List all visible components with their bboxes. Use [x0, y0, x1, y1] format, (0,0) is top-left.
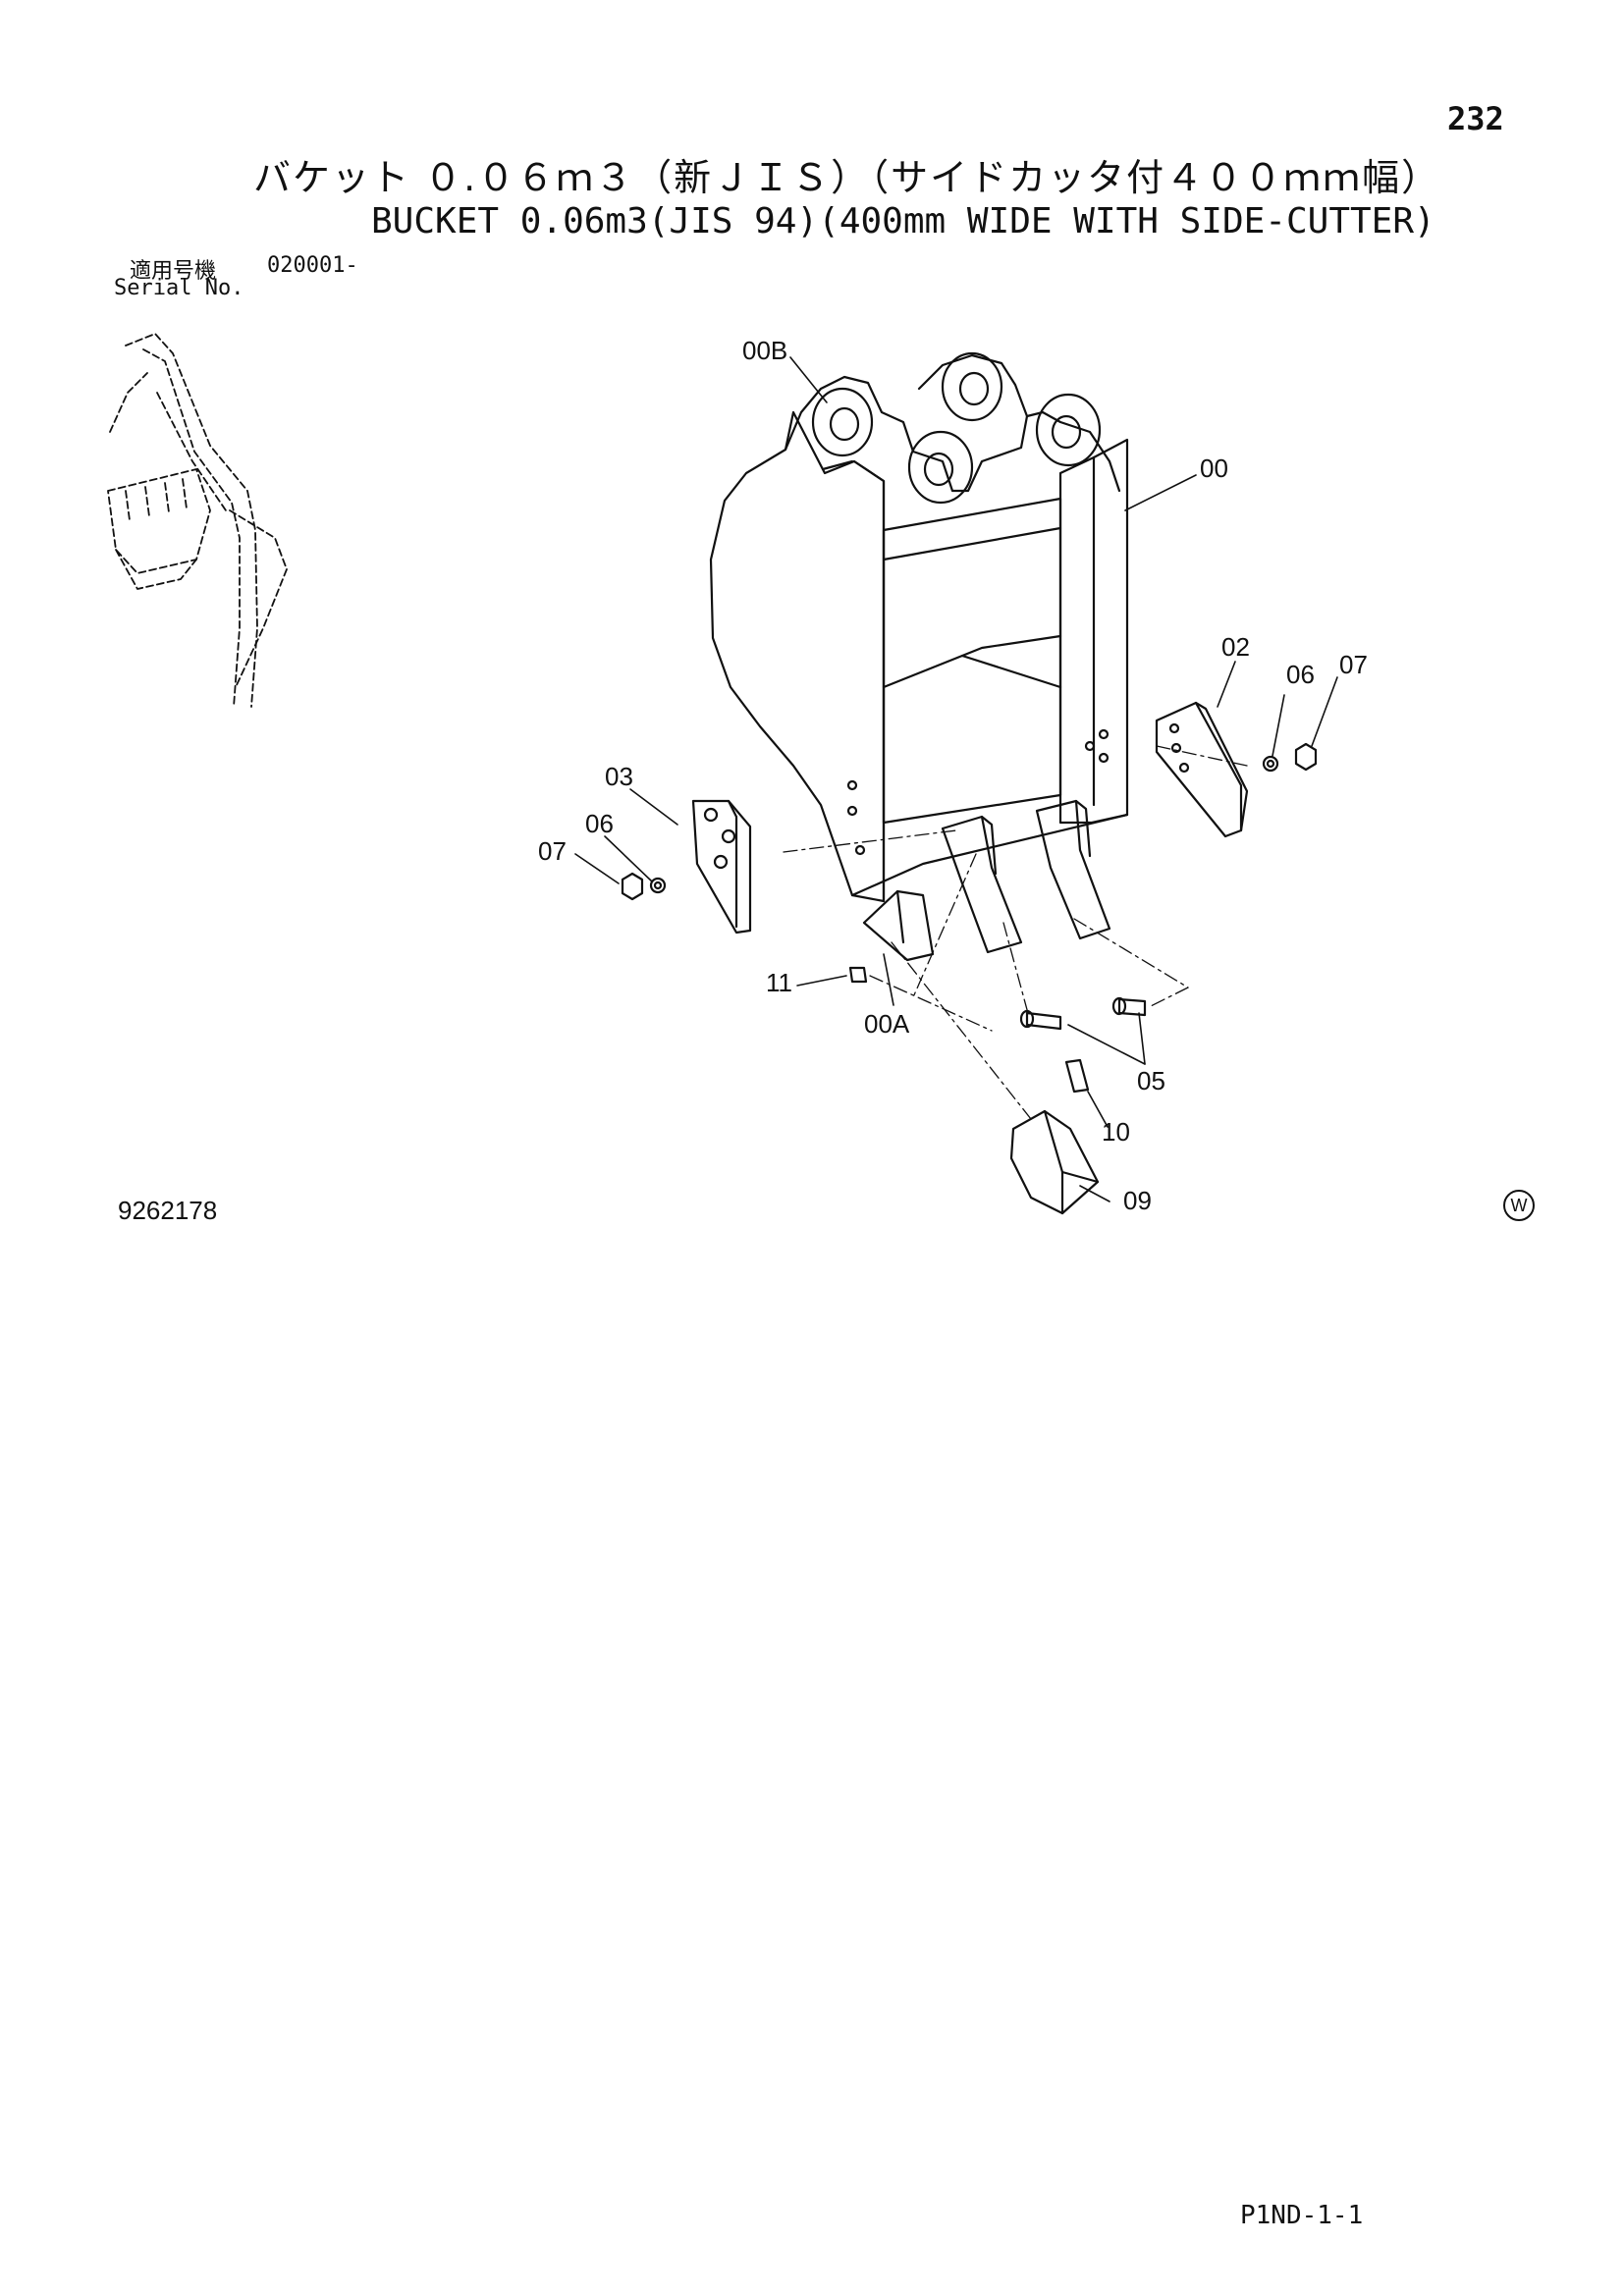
callout-11: 11	[766, 968, 792, 997]
callout-07-left: 07	[538, 836, 567, 866]
callout-06-left: 06	[585, 809, 614, 838]
page-number: 232	[1447, 100, 1504, 137]
exploded-tooth	[1009, 1109, 1100, 1215]
title-japanese: バケット ０.０６ｍ３（新ＪＩＳ）（サイドカッタ付４００ｍｍ幅）	[253, 156, 1441, 199]
callout-09: 09	[1123, 1186, 1152, 1215]
side-cutter-right	[1155, 701, 1249, 838]
teeth-on-bucket	[862, 799, 1111, 962]
excavator-location-icon	[107, 333, 288, 708]
title-english: BUCKET 0.06m3(JIS 94)(400mm WIDE WITH SI…	[371, 201, 1435, 241]
page-code: P1ND-1-1	[1240, 2201, 1364, 2230]
pins	[848, 966, 1147, 1094]
callout-00A: 00A	[864, 1009, 910, 1039]
serial-value: 020001-	[267, 253, 358, 278]
mark-symbol: W	[1503, 1190, 1535, 1221]
assembly-lines	[783, 745, 1248, 1120]
callout-06-right: 06	[1286, 660, 1315, 689]
serial-label-japanese: 適用号機	[130, 259, 217, 284]
callout-05: 05	[1137, 1066, 1165, 1095]
side-cutter-left	[691, 799, 752, 934]
bucket-body	[709, 351, 1129, 903]
leader-lines	[574, 356, 1338, 1202]
callout-07-right: 07	[1339, 650, 1368, 679]
callout-00B: 00B	[742, 336, 787, 365]
callout-03: 03	[605, 762, 633, 791]
nuts-washers	[621, 742, 1318, 901]
serial-label-english: Serial No.	[114, 276, 244, 300]
callout-00: 00	[1200, 454, 1228, 483]
callout-02: 02	[1221, 632, 1250, 662]
callout-10: 10	[1102, 1117, 1130, 1147]
figure-number: 9262178	[118, 1196, 218, 1225]
